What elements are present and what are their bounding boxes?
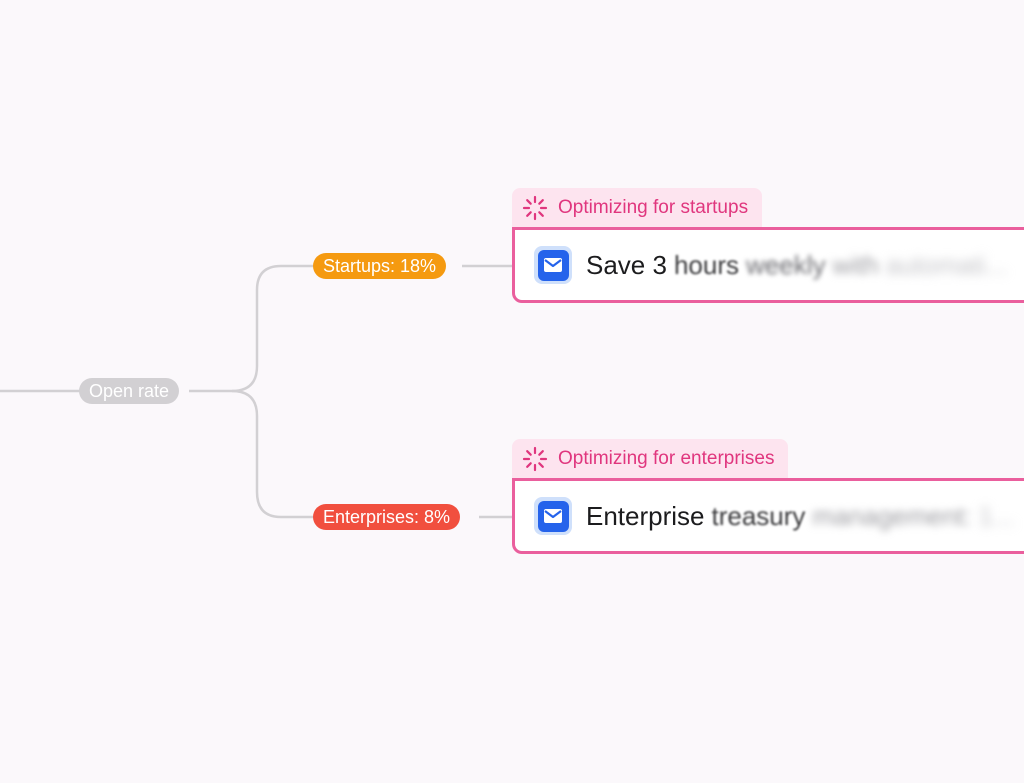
email-card-startups[interactable]: Save 3 hours weekly with automati... — [512, 227, 1024, 303]
subject-text-clear: Save 3 — [586, 249, 667, 280]
loading-spinner-icon — [522, 446, 548, 472]
startups-metric-badge[interactable]: Startups: 18% — [313, 253, 447, 279]
status-tag-startups: Optimizing for startups — [512, 188, 763, 228]
status-text-enterprises: Optimizing for enterprises — [558, 448, 775, 469]
enterprises-metric-badge[interactable]: Enterprises: 8% — [313, 504, 461, 530]
subject-text-fade: hours — [673, 249, 739, 280]
open-rate-node[interactable]: Open rate — [79, 378, 180, 404]
status-text-startups: Optimizing for startups — [558, 197, 749, 218]
subject-text-fade: automati... — [885, 249, 1008, 280]
mail-icon — [537, 249, 569, 281]
subject-text-fade: 1... — [978, 500, 1015, 531]
mail-icon — [537, 500, 569, 532]
subject-text-fade: with — [832, 249, 879, 280]
mail-icon-badge — [534, 246, 572, 284]
email-subject-enterprises: Enterprise treasury management: 1... — [586, 501, 1015, 532]
email-card-enterprises[interactable]: Enterprise treasury management: 1... — [512, 478, 1024, 554]
mail-icon-badge — [534, 497, 572, 535]
loading-spinner-icon — [522, 195, 548, 221]
status-tag-enterprises: Optimizing for enterprises — [512, 439, 789, 479]
subject-text-clear: Enterprise — [586, 500, 705, 531]
subject-text-fade: management: — [812, 500, 972, 531]
subject-text-fade: weekly — [746, 249, 826, 280]
branch-connector-enterprises — [231, 389, 314, 519]
email-subject-startups: Save 3 hours weekly with automati... — [586, 250, 1007, 281]
subject-text-fade: treasury — [711, 500, 806, 531]
branch-connector-startups — [189, 264, 314, 393]
